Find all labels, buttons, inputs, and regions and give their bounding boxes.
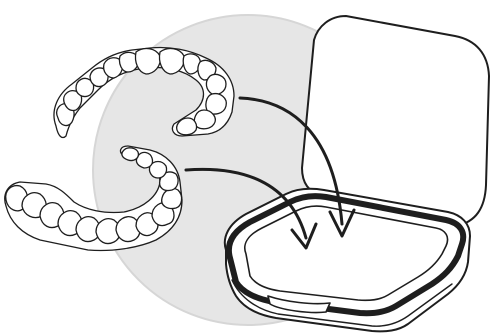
lower-tooth [122, 148, 138, 161]
upper-tooth [206, 74, 226, 94]
upper-tooth [194, 110, 215, 129]
upper-tooth [177, 118, 197, 135]
